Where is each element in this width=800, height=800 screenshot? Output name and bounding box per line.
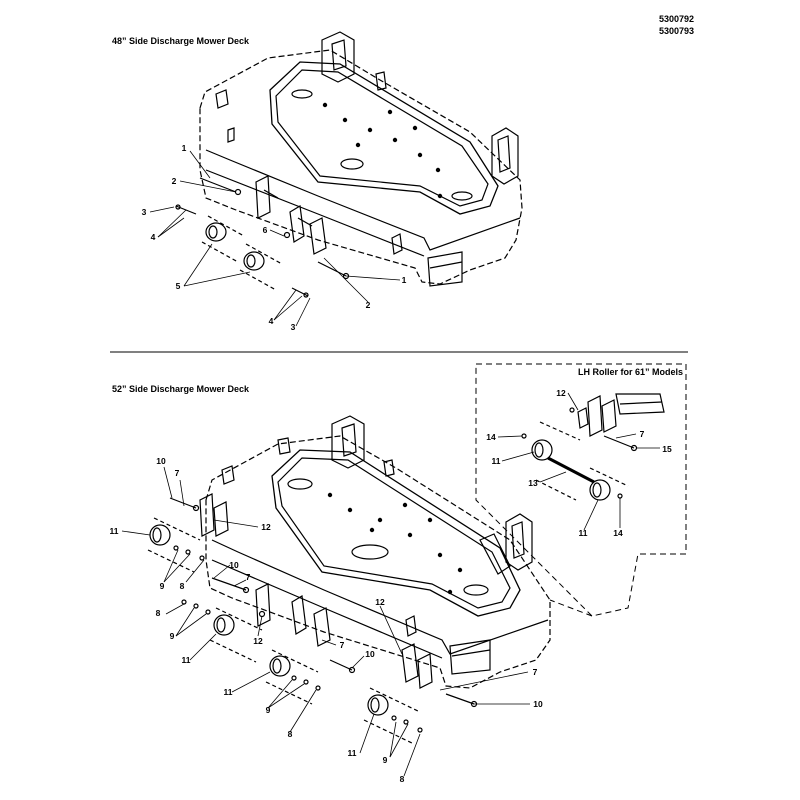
callout-bot-7d: 7: [532, 667, 538, 677]
inset-connector: [549, 599, 593, 617]
bottom-deck-drawing: [147, 415, 551, 745]
callout-top-4b: 4: [268, 316, 274, 326]
callout-bot-8a: 8: [179, 581, 185, 591]
callout-bot-12a: 12: [261, 522, 271, 532]
callout-inset-11b: 11: [578, 528, 588, 538]
callout-inset-7: 7: [639, 429, 645, 439]
inset-drawing: [521, 393, 665, 501]
part-number-1: 5300792: [658, 14, 694, 24]
callout-bot-7b: 7: [245, 572, 251, 582]
part-numbers: 5300792 5300793: [659, 13, 694, 37]
callout-inset-14b: 14: [613, 528, 623, 538]
callout-bot-8d: 8: [399, 774, 405, 784]
callout-bot-7c: 7: [339, 640, 345, 650]
top-leader-lines: [149, 150, 401, 327]
callout-top-4a: 4: [150, 232, 156, 242]
callout-inset-12: 12: [556, 388, 566, 398]
callout-top-2a: 2: [171, 176, 177, 186]
callout-inset-13: 13: [528, 478, 538, 488]
callout-bot-9b: 9: [169, 631, 175, 641]
callout-bot-10a: 10: [156, 456, 166, 466]
callout-top-6: 6: [262, 225, 268, 235]
callout-top-5: 5: [175, 281, 181, 291]
callout-inset-15: 15: [662, 444, 672, 454]
part-number-2: 5300793: [658, 26, 694, 36]
callout-inset-14a: 14: [486, 432, 496, 442]
callout-top-3b: 3: [290, 322, 296, 332]
callout-bot-11c: 11: [223, 687, 233, 697]
top-deck-drawing: [175, 31, 523, 298]
callout-bot-8b: 8: [155, 608, 161, 618]
callout-bot-9c: 9: [265, 705, 271, 715]
inset-frame: [475, 363, 687, 617]
callout-bot-8c: 8: [287, 729, 293, 739]
callout-bot-10c: 10: [365, 649, 375, 659]
callout-bot-9d: 9: [382, 755, 388, 765]
callout-bot-9a: 9: [159, 581, 165, 591]
callout-bot-7a: 7: [174, 468, 180, 478]
inset-leader-lines: [497, 392, 660, 531]
callout-bot-12b: 12: [253, 636, 263, 646]
callout-bot-12c: 12: [375, 597, 385, 607]
callout-bot-10d: 10: [533, 699, 543, 709]
callout-top-1a: 1: [181, 143, 187, 153]
callout-bot-11d: 11: [347, 748, 357, 758]
bottom-section-title: 52” Side Discharge Mower Deck: [112, 384, 250, 394]
callout-inset-11a: 11: [491, 456, 501, 466]
bottom-leader-lines: [121, 466, 530, 777]
callout-top-2b: 2: [365, 300, 371, 310]
inset-title: LH Roller for 61” Models: [578, 367, 684, 377]
callout-top-1b: 1: [401, 275, 407, 285]
top-section-title: 48” Side Discharge Mower Deck: [112, 36, 250, 46]
callout-top-3a: 3: [141, 207, 147, 217]
callout-bot-10b: 10: [229, 560, 239, 570]
callout-bot-11b: 11: [181, 655, 191, 665]
callout-bot-11a: 11: [109, 526, 119, 536]
